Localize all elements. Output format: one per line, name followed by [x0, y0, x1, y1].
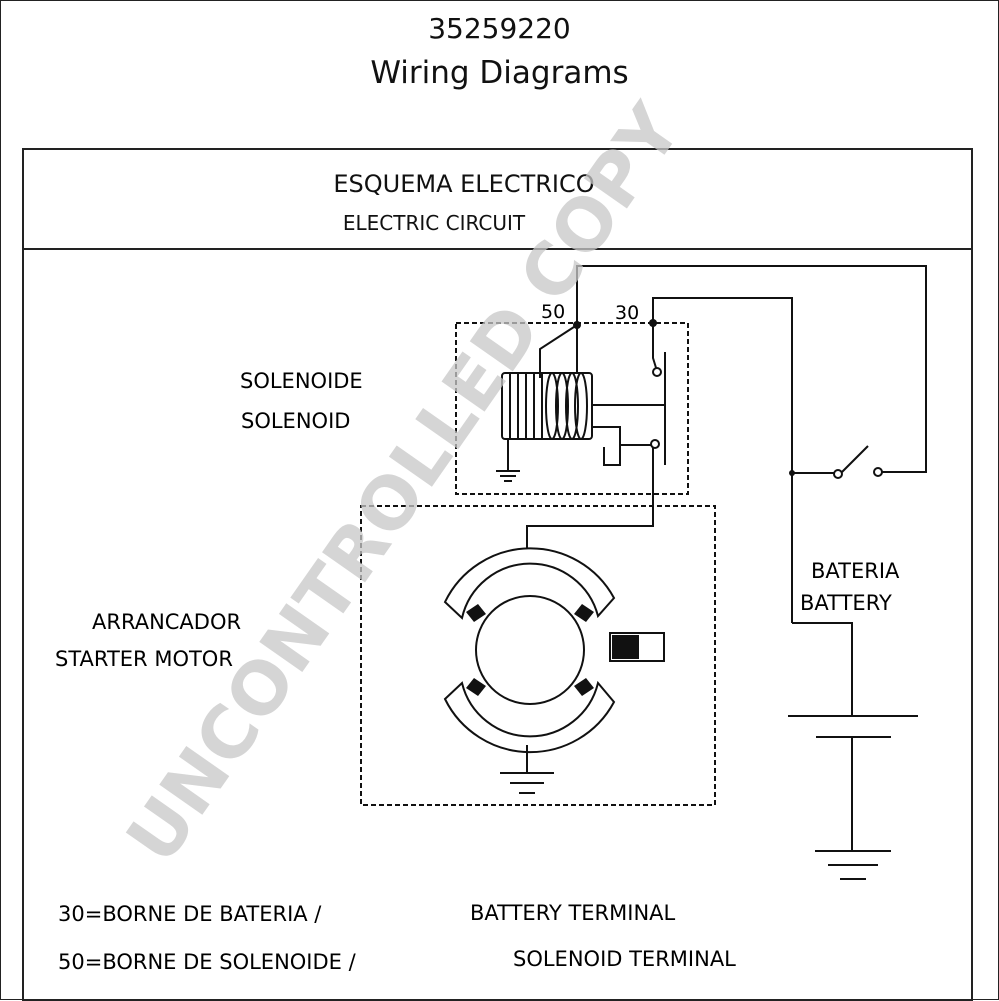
starter-label-en: STARTER MOTOR — [55, 647, 233, 671]
terminal-30-label: 30 — [615, 302, 639, 324]
solenoid-box — [455, 322, 689, 495]
battery-label-en: BATTERY — [800, 591, 892, 615]
legend-line1-es: 30=BORNE DE BATERIA / — [58, 902, 322, 926]
starter-armature — [475, 595, 585, 705]
diagram-frame: ESQUEMA ELECTRICO ELECTRIC CIRCUIT — [22, 148, 973, 1001]
frame-title-es: ESQUEMA ELECTRICO — [333, 170, 595, 198]
frame-divider — [24, 248, 971, 250]
solenoid-label-en: SOLENOID — [241, 409, 350, 433]
starter-field-top — [443, 547, 616, 620]
part-number: 35259220 — [428, 12, 571, 45]
watermark: UNCONTROLLED COPY — [110, 89, 698, 878]
legend-line1-en: BATTERY TERMINAL — [470, 901, 676, 925]
starter-label-es: ARRANCADOR — [92, 610, 241, 634]
terminal-50-label: 50 — [541, 301, 565, 323]
starter-field-bottom — [443, 680, 616, 754]
legend-line2-en: SOLENOID TERMINAL — [513, 947, 736, 971]
starter-motor-box — [360, 505, 716, 806]
legend-line2-es: 50=BORNE DE SOLENOIDE / — [58, 950, 357, 974]
solenoid-label-es: SOLENOIDE — [240, 369, 363, 393]
battery-label-es: BATERIA — [811, 559, 900, 583]
frame-title-en: ELECTRIC CIRCUIT — [342, 211, 526, 235]
page-title: Wiring Diagrams — [370, 55, 629, 91]
solenoid-coil — [501, 372, 593, 440]
